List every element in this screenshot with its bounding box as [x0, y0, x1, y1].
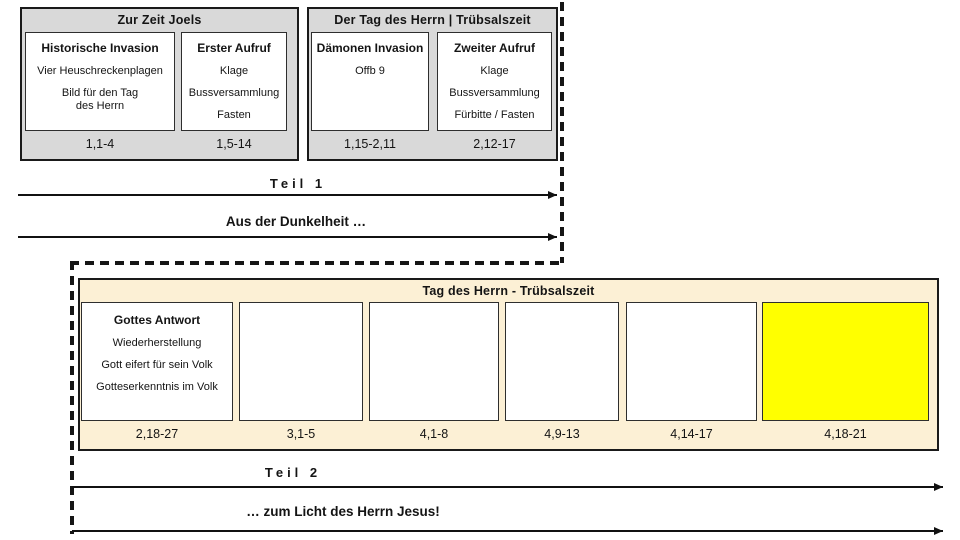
verse-ref: 4,9-13: [544, 427, 580, 441]
label-aus-der-dunkelheit: Aus der Dunkelheit …: [225, 214, 367, 229]
panel-title: Zur Zeit Joels: [117, 13, 202, 27]
box-line: Klage: [219, 65, 249, 77]
content-box-historische-invasion: Historische Invasion Vier Heuschreckenpl…: [25, 32, 175, 131]
box-line: Wiederherstellung: [112, 337, 202, 349]
box-title: Dämonen Invasion: [316, 41, 424, 55]
arrow-zum-licht-des-herrn: [72, 530, 943, 532]
dashed-connector-middle: [70, 261, 564, 265]
timeline-box: [505, 302, 619, 421]
label-teil-1: Teil 1: [269, 176, 327, 191]
box-line: Bussversammlung: [188, 87, 280, 99]
box-title: Gottes Antwort: [113, 313, 201, 327]
box-line: Bussversammlung: [449, 87, 540, 99]
box-line: Bild für den Tag: [61, 87, 139, 99]
dashed-connector-left: [70, 261, 74, 534]
content-box-gottes-antwort: Gottes Antwort Wiederherstellung Gott ei…: [81, 302, 233, 421]
dashed-connector-right: [560, 2, 564, 263]
box-title: Zweiter Aufruf: [454, 41, 535, 55]
arrow-teil-1: [18, 194, 557, 197]
box-line: Gott eifert für sein Volk: [101, 359, 213, 371]
timeline-box: [626, 302, 757, 421]
arrow-aus-der-dunkelheit: [18, 236, 557, 238]
verse-ref: 2,18-27: [135, 427, 179, 441]
box-line: Klage: [480, 65, 509, 77]
panel-zur-zeit-joels: Zur Zeit Joels Historische Invasion Vier…: [20, 7, 299, 161]
verse-ref: 4,14-17: [670, 427, 713, 441]
box-line: Vier Heuschreckenplagen: [37, 65, 163, 77]
verse-ref: 4,1-8: [419, 427, 449, 441]
box-line: Offb 9: [355, 65, 385, 77]
content-box-zweiter-aufruf: Zweiter Aufruf Klage Bussversammlung Für…: [437, 32, 552, 131]
box-title: Historische Invasion: [41, 41, 159, 55]
content-box-erster-aufruf: Erster Aufruf Klage Bussversammlung Fast…: [181, 32, 287, 131]
panel-title: Tag des Herrn - Trübsalszeit: [422, 284, 595, 298]
timeline-box: [239, 302, 363, 421]
verse-ref: 2,12-17: [473, 137, 516, 151]
label-teil-2: Teil 2: [264, 465, 322, 480]
verse-ref: 3,1-5: [286, 427, 316, 441]
box-line: Fürbitte / Fasten: [454, 109, 535, 121]
verse-ref: 4,18-21: [824, 427, 867, 441]
verse-ref: 1,5-14: [216, 137, 252, 151]
label-zum-licht-des-herrn: … zum Licht des Herrn Jesus!: [246, 504, 440, 519]
box-title: Erster Aufruf: [197, 41, 271, 55]
box-line: Gotteserkenntnis im Volk: [96, 381, 218, 393]
panel-title: Der Tag des Herrn | Trübsalszeit: [334, 13, 531, 27]
verse-ref: 1,15-2,11: [344, 137, 396, 151]
timeline-box: [369, 302, 499, 421]
panel-tag-des-herrn-truebsalszeit: Tag des Herrn - Trübsalszeit Gottes Antw…: [78, 278, 939, 451]
verse-ref: 1,1-4: [85, 137, 115, 151]
panel-der-tag-des-herrn: Der Tag des Herrn | Trübsalszeit Dämonen…: [307, 7, 558, 161]
content-box-daemonen-invasion: Dämonen Invasion Offb 9: [311, 32, 429, 131]
box-line: Fasten: [217, 109, 251, 121]
timeline-box-highlighted: [762, 302, 929, 421]
box-line: des Herrn: [75, 100, 125, 112]
arrow-teil-2: [72, 486, 943, 489]
